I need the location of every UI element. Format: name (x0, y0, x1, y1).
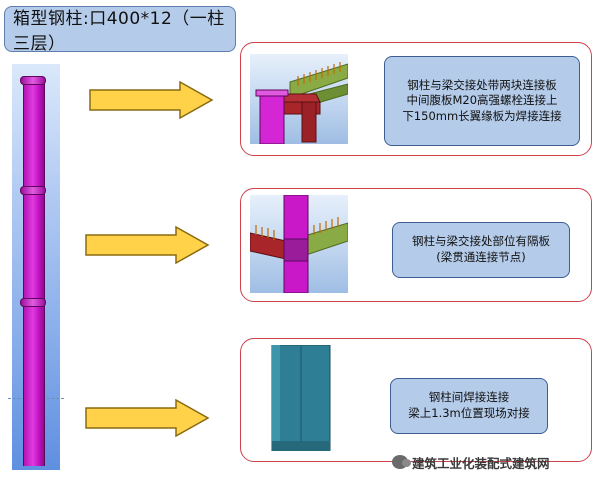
page-title: 箱型钢柱:口400*12（一柱三层） (4, 6, 236, 54)
wechat-icon (392, 455, 411, 469)
column-beam-joint-lower (20, 298, 46, 307)
detail-caption-3: 钢柱间焊接连接 梁上1.3m位置现场对接 (390, 378, 548, 434)
detail-image-3 (270, 345, 332, 451)
caption-line: 钢柱与梁交接处部位有隔板 (412, 234, 550, 249)
caption-line: (梁贯通连接节点) (436, 250, 526, 264)
column-beam-joint-upper (20, 186, 46, 195)
right-arrow-icon (89, 80, 214, 120)
detail-image-2 (250, 195, 348, 293)
watermark: 建筑工业化装配式建筑网 (392, 452, 550, 472)
caption-line: 梁上1.3m位置现场对接 (408, 406, 530, 420)
box-steel-column (23, 80, 45, 466)
detail-image-1 (250, 54, 348, 144)
caption-line: 中间腹板M20高强螺栓连接上 (406, 93, 558, 108)
detail-caption-1: 钢柱与梁交接处带两块连接板 中间腹板M20高强螺栓连接上 下150mm长翼缘板为… (384, 56, 580, 146)
caption-line: 钢柱与梁交接处带两块连接板 (407, 77, 557, 92)
caption-line: 下150mm长翼缘板为焊接连接 (402, 108, 562, 123)
right-arrow-icon (85, 398, 210, 438)
caption-line: 钢柱间焊接连接 (428, 390, 510, 405)
right-arrow-icon (85, 225, 210, 265)
detail-caption-2: 钢柱与梁交接处部位有隔板 (梁贯通连接节点) (392, 222, 570, 278)
watermark-text: 建筑工业化装配式建筑网 (412, 455, 550, 471)
page-title-text: 箱型钢柱:口400*12（一柱三层） (13, 9, 225, 54)
column-cap (20, 76, 46, 85)
